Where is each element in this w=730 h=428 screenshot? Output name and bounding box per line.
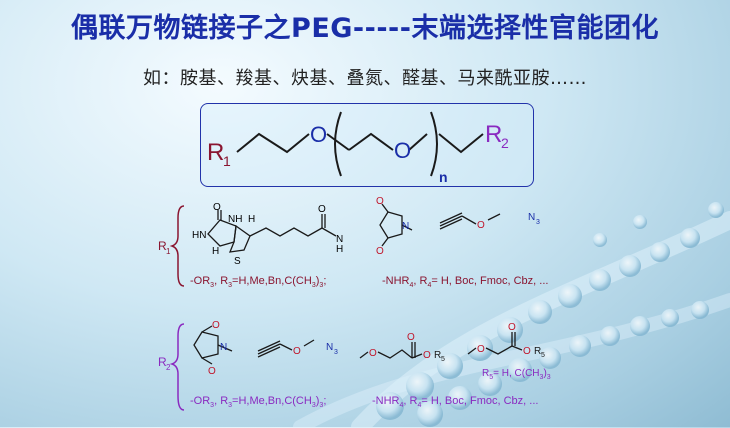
svg-text:O: O: [318, 204, 326, 215]
r2-options-panel: R 2 O N O O N 3 O O O R 5: [150, 318, 580, 424]
svg-text:O: O: [508, 322, 516, 333]
azide-r2: N: [326, 342, 333, 353]
svg-text:1: 1: [166, 247, 171, 256]
r2-oxygen-options: -OR3, R3=H,Me,Bn,C(CH3)3;: [190, 395, 326, 409]
biotin-structure: [207, 210, 337, 253]
svg-text:O: O: [212, 320, 220, 331]
svg-text:HN: HN: [192, 230, 206, 241]
r1-label: R: [207, 139, 224, 166]
svg-text:N: N: [336, 234, 343, 245]
repeat-unit-n: n: [439, 169, 448, 185]
svg-text:O: O: [293, 346, 301, 357]
svg-text:O: O: [376, 246, 384, 257]
svg-text:R: R: [534, 346, 541, 357]
r1-oxygen-options: -OR3, R3=H,Me,Bn,C(CH3)3;: [190, 275, 326, 289]
acetate-ester-structure: [467, 332, 523, 355]
svg-text:H: H: [248, 214, 255, 225]
r2-label: R: [485, 121, 502, 148]
svg-text:2: 2: [166, 363, 171, 372]
r2-amine-options: -NHR4, R4= H, Boc, Fmoc, Cbz, ...: [372, 395, 538, 409]
peg-formula-box: R 1 O O n R 2: [200, 103, 534, 187]
r2-subscript: 2: [501, 135, 509, 151]
svg-text:O: O: [369, 348, 377, 359]
svg-text:5: 5: [441, 356, 445, 363]
svg-text:H: H: [212, 246, 219, 257]
svg-text:R: R: [434, 350, 441, 361]
svg-text:O: O: [376, 196, 384, 207]
r2-structures: R 2 O N O O N 3 O O O R 5: [158, 320, 551, 411]
svg-text:O: O: [208, 366, 216, 377]
maleimide-structure-r2: [193, 325, 233, 365]
r1-options-panel: R 1 O HN NH H H S O N H O N O: [150, 192, 580, 296]
svg-text:5: 5: [541, 352, 545, 359]
svg-text:O: O: [213, 202, 221, 213]
ether-oxygen-repeat: O: [394, 138, 411, 163]
svg-text:S: S: [234, 256, 241, 267]
azide-r1: N: [528, 212, 535, 223]
page-title: 偶联万物链接子之PEG-----末端选择性官能团化: [71, 13, 659, 44]
r1-amine-options: -NHR4, R4= H, Boc, Fmoc, Cbz, ...: [382, 275, 548, 289]
maleimide-structure-r1: [379, 203, 413, 247]
svg-text:3: 3: [334, 349, 338, 356]
page-subtitle: 如：胺基、羧基、炔基、叠氮、醛基、马来酰亚胺……: [143, 68, 587, 89]
svg-text:H: H: [336, 244, 343, 255]
svg-text:N: N: [402, 221, 409, 232]
r2-brace: [169, 323, 185, 411]
r1-panel-label: R: [158, 239, 167, 253]
svg-text:O: O: [423, 350, 431, 361]
r5-definition: R5= H, C(CH3)3: [482, 368, 551, 381]
propionate-ester-structure: [359, 342, 423, 359]
propargyl-structure-r1: [439, 212, 501, 230]
svg-text:N: N: [220, 342, 227, 353]
svg-text:O: O: [477, 344, 485, 355]
r2-panel-label: R: [158, 355, 167, 369]
svg-text:3: 3: [536, 219, 540, 226]
svg-text:NH: NH: [228, 214, 242, 225]
r1-structures: R 1 O HN NH H H S O N H O N O: [158, 196, 548, 289]
propargyl-structure-r2: [257, 339, 315, 358]
ether-oxygen-left: O: [310, 122, 327, 147]
r1-subscript: 1: [223, 153, 231, 169]
peg-structure-formula: R 1 O O n R 2: [207, 111, 509, 185]
svg-text:O: O: [407, 332, 415, 343]
svg-text:O: O: [477, 220, 485, 231]
r1-brace: [169, 205, 185, 287]
svg-text:O: O: [523, 346, 531, 357]
